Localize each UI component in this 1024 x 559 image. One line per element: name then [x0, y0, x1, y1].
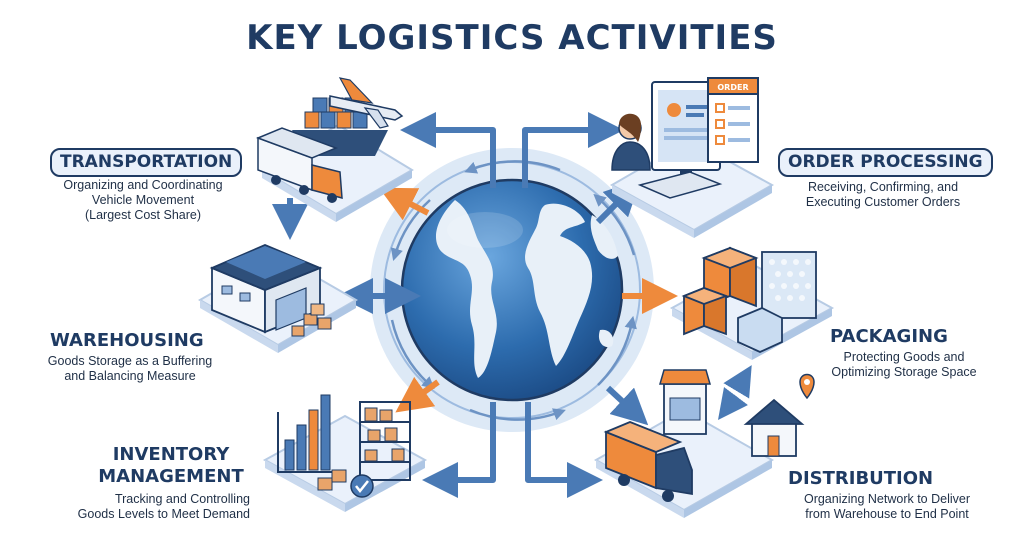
truck-icon: [255, 127, 343, 203]
description-line: Receiving, Confirming, and: [807, 180, 959, 194]
box-stack-icon: [681, 246, 759, 336]
box-icon: [317, 477, 333, 491]
delivery-truck-icon: [603, 421, 693, 502]
description-line: Optimizing Storage Space: [831, 365, 977, 379]
airplane-icon: [329, 77, 404, 129]
location-pin-icon: [799, 373, 815, 400]
label-line: MANAGEMENT: [98, 466, 244, 487]
order-processing-illustration: [609, 77, 775, 238]
packaging-description: Protecting Goods and Optimizing Storage …: [812, 350, 996, 380]
wrapped-box-icon: [737, 307, 783, 353]
distribution-illustration: [593, 369, 815, 518]
keyboard-icon: [637, 171, 723, 199]
distribution-description: Organizing Network to Deliver from Wareh…: [780, 492, 994, 522]
order-processing-description: Receiving, Confirming, and Executing Cus…: [776, 180, 990, 210]
description-line: and Balancing Measure: [64, 369, 196, 383]
inventory-illustration: [262, 394, 428, 512]
bar-chart-icon: [277, 394, 340, 473]
order-processing-label: ORDER PROCESSING: [778, 148, 993, 177]
packaging-illustration: [669, 246, 835, 360]
warehouse-icon: [209, 244, 323, 334]
description-line: (Largest Cost Share): [84, 208, 202, 222]
box-icon: [310, 303, 325, 316]
cycle-arrows: [390, 160, 637, 421]
description-line: Vehicle Movement: [91, 193, 195, 207]
house-icon: [743, 398, 805, 457]
connector-arrows: [272, 112, 752, 498]
description-line: Organizing Network to Deliver: [803, 492, 971, 506]
description-line: Protecting Goods and: [843, 350, 965, 364]
checkmark-icon: [350, 474, 374, 498]
warehousing-description: Goods Storage as a Buffering and Balanci…: [30, 354, 230, 384]
box-icon: [303, 313, 318, 326]
warehousing-label: WAREHOUSING: [50, 330, 204, 351]
box-icon: [317, 317, 332, 330]
order-sheet-label: ORDER: [717, 83, 748, 92]
distribution-label: DISTRIBUTION: [788, 468, 934, 489]
store-icon: [659, 369, 711, 435]
description-line: Goods Storage as a Buffering: [47, 354, 213, 368]
description-line: Tracking and Controlling: [114, 492, 250, 506]
transportation-illustration: [255, 77, 414, 222]
globe-icon: [400, 178, 624, 402]
description-line: from Warehouse to End Point: [805, 507, 969, 521]
box-icon: [291, 325, 305, 337]
inventory-label: INVENTORY MANAGEMENT: [86, 444, 256, 488]
packaging-label: PACKAGING: [830, 326, 948, 347]
description-line: Organizing and Coordinating: [63, 178, 223, 192]
warehousing-illustration: [197, 244, 359, 353]
page-title: KEY LOGISTICS ACTIVITIES: [246, 18, 778, 58]
box-icon: [331, 469, 347, 483]
transportation-description: Organizing and Coordinating Vehicle Move…: [48, 178, 238, 223]
transportation-label: TRANSPORTATION: [50, 148, 243, 177]
shelving-icon: [359, 401, 411, 481]
person-icon: [611, 113, 651, 171]
description-line: Executing Customer Orders: [805, 195, 961, 209]
label-line: INVENTORY: [112, 444, 230, 465]
description-line: Goods Levels to Meet Demand: [77, 507, 250, 521]
inventory-description: Tracking and Controlling Goods Levels to…: [40, 492, 250, 522]
